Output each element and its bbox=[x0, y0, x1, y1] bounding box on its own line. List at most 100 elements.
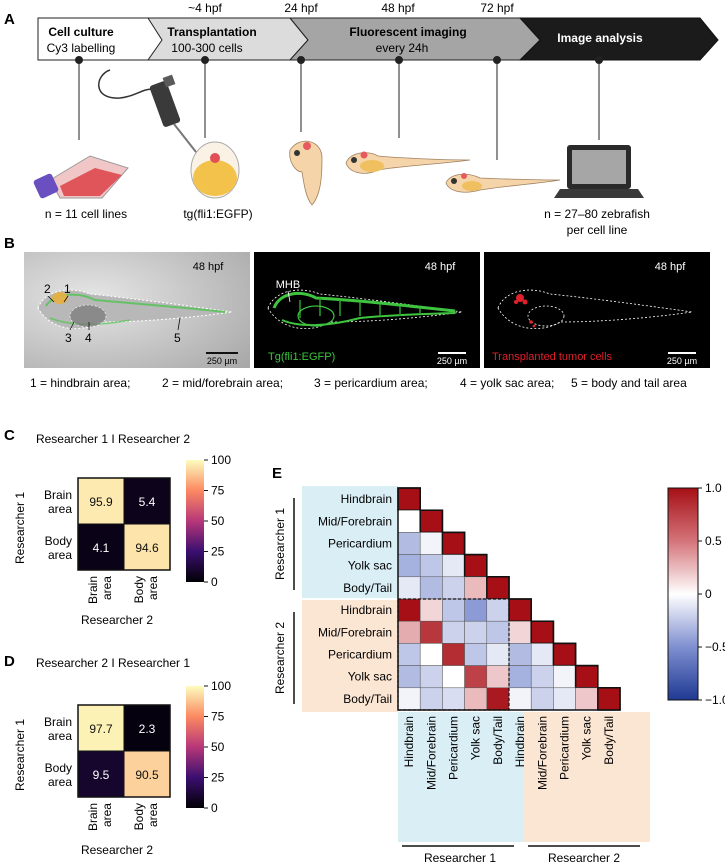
embryo-icon bbox=[190, 141, 240, 199]
heatmap-row-label: Pericardium bbox=[328, 648, 392, 662]
matrix-d-colorbar bbox=[186, 686, 204, 808]
heatmap-cell bbox=[419, 687, 443, 711]
step-title-cell-culture: Cell culture bbox=[48, 25, 114, 39]
time-4hpf: ~4 hpf bbox=[188, 1, 222, 15]
matrix-cell-value: 2.3 bbox=[139, 722, 156, 736]
heatmap-cell bbox=[442, 576, 465, 600]
matrix-row-label: Brain bbox=[44, 715, 72, 729]
heatmap-cell bbox=[464, 554, 488, 578]
matrix-d-xlabel: Researcher 2 bbox=[81, 843, 153, 857]
colorbar-tick-label: 25 bbox=[211, 545, 225, 559]
panel-label-e: E bbox=[272, 465, 282, 482]
heatmap-cell bbox=[486, 598, 510, 622]
matrix-c-ylabel: Researcher 1 bbox=[13, 492, 27, 564]
matrix-border bbox=[77, 704, 171, 798]
matrix-row-label: area bbox=[48, 502, 72, 516]
heatmap-cell bbox=[442, 554, 465, 578]
heatmap-cell bbox=[464, 598, 488, 622]
heatmap-col-label: Body/Tail bbox=[491, 716, 505, 765]
heatmap-row-label: Mid/Forebrain bbox=[318, 514, 392, 528]
laptop-icon bbox=[554, 145, 644, 198]
heatmap-col-label: Hindbrain bbox=[402, 716, 416, 767]
cell-culture-flask-icon bbox=[33, 155, 129, 199]
region-legend-5: 5 = body and tail area bbox=[571, 376, 687, 390]
region-legend-1: 1 = hindbrain area; bbox=[30, 376, 130, 390]
step-title-imaging: Fluorescent imaging bbox=[349, 25, 466, 39]
band-researcher1-cols bbox=[398, 712, 524, 842]
tumor-cells-label: Transplanted tumor cells bbox=[492, 351, 613, 363]
matrix-col-label: area bbox=[146, 576, 160, 600]
heatmap-cell bbox=[553, 665, 576, 689]
matrix-d-ylabel: Researcher 1 bbox=[13, 719, 27, 791]
matrix-cell-value: 90.5 bbox=[135, 768, 159, 782]
matrix-cell-value: 97.7 bbox=[89, 722, 113, 736]
larva-72hpf-icon bbox=[445, 173, 561, 193]
region-legend-3: 3 = pericardium area; bbox=[314, 376, 428, 390]
colorbar-tick-label: 25 bbox=[211, 771, 225, 785]
heatmap-outline bbox=[397, 487, 621, 711]
heatmap-cell bbox=[419, 665, 443, 689]
colorbar-tick-label: 75 bbox=[211, 710, 225, 724]
matrix-col-label: area bbox=[146, 803, 160, 827]
heatmap-cell bbox=[397, 598, 421, 622]
panel-label-d: D bbox=[4, 653, 15, 670]
heatmap-row-label: Body/Tail bbox=[343, 692, 392, 706]
matrix-row-label: Body bbox=[45, 761, 72, 775]
matrix-row-label: area bbox=[48, 775, 72, 789]
heatmap-cell bbox=[464, 643, 488, 666]
image3-scale: 250 µm bbox=[667, 356, 697, 366]
image-fli1-egfp bbox=[254, 252, 480, 368]
zebrafish-per-line-label: per cell line bbox=[567, 223, 628, 237]
region-num-3: 3 bbox=[65, 331, 72, 345]
heatmap-cell bbox=[530, 643, 554, 666]
heatmap-cell bbox=[464, 620, 488, 644]
heatmap-cell bbox=[508, 598, 532, 622]
heatmap-cell bbox=[486, 620, 510, 644]
time-48hpf: 48 hpf bbox=[381, 1, 415, 15]
matrix-cell bbox=[77, 750, 125, 798]
micropipette-icon bbox=[98, 69, 207, 161]
larva-24hpf-icon bbox=[289, 140, 323, 206]
region-num-4: 4 bbox=[85, 331, 92, 345]
heatmap-row-label: Yolk sac bbox=[348, 559, 392, 573]
matrix-cell-value: 94.6 bbox=[135, 541, 159, 555]
matrix-cell-value: 9.5 bbox=[93, 768, 110, 782]
heatmap-col-label: Mid/Forebrain bbox=[424, 716, 438, 790]
heatmap-cell bbox=[530, 687, 554, 711]
image1-hpf: 48 hpf bbox=[193, 261, 225, 273]
heatmap-cell bbox=[442, 532, 465, 555]
heatmap-cell bbox=[553, 643, 576, 666]
heatmap-cell bbox=[419, 509, 443, 533]
heatmap-cell bbox=[486, 665, 510, 689]
correlation-heatmap: HindbrainHindbrainMid/ForebrainMid/Foreb… bbox=[318, 487, 621, 790]
time-72hpf: 72 hpf bbox=[480, 1, 514, 15]
heatmap-cell bbox=[419, 554, 443, 578]
heatmap-row-label: Body/Tail bbox=[343, 581, 392, 595]
heatmap-cell bbox=[419, 598, 443, 622]
matrix-col-label: Brain bbox=[86, 803, 100, 831]
matrix-col-label: area bbox=[100, 803, 114, 827]
colorbar-tick-label: 100 bbox=[211, 679, 231, 693]
matrix-cell-value: 95.9 bbox=[89, 495, 113, 509]
heatmap-cell bbox=[508, 687, 532, 711]
region-legend-4: 4 = yolk sac area; bbox=[460, 376, 554, 390]
heatmap-col-label: Body/Tail bbox=[602, 716, 616, 765]
matrix-c-colorbar bbox=[186, 460, 204, 582]
colorbar-tick-label: 0 bbox=[705, 587, 712, 601]
heatmap-col-label: Mid/Forebrain bbox=[535, 716, 549, 790]
step-sub-cell-culture: Cy3 labelling bbox=[47, 41, 116, 55]
heatmap-cell bbox=[397, 532, 421, 555]
colorbar-tick-label: 100 bbox=[211, 453, 231, 467]
heatmap-cell bbox=[530, 665, 554, 689]
matrix-c-title: Researcher 1 I Researcher 2 bbox=[36, 432, 190, 446]
heatmap-cell bbox=[397, 487, 421, 511]
step-title-transplantation: Transplantation bbox=[167, 25, 256, 39]
heatmap-row-label: Pericardium bbox=[328, 537, 392, 551]
heatmap-row-label: Hindbrain bbox=[341, 603, 392, 617]
colorbar-tick-label: −0.5 bbox=[705, 640, 725, 654]
heatmap-cell bbox=[508, 665, 532, 689]
heatmap-cell bbox=[419, 643, 443, 666]
image2-scale: 250 µm bbox=[437, 356, 467, 366]
